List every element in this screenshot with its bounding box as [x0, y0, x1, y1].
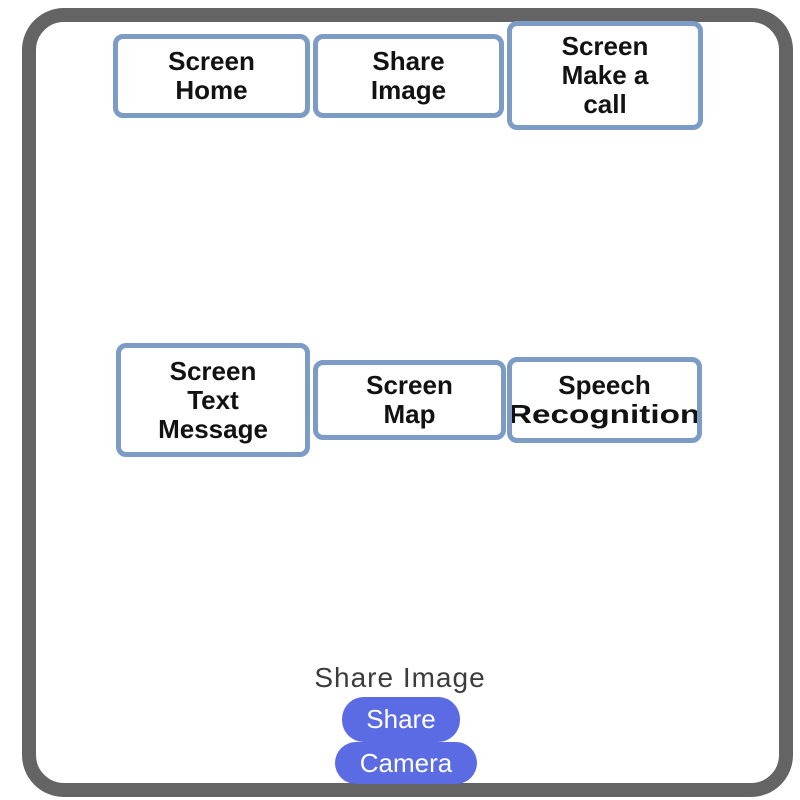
nav-button-label-line: Text — [187, 384, 239, 415]
nav-button-label-line: Recognition — [508, 399, 701, 429]
nav-button-share-image[interactable]: Share Image — [313, 34, 504, 118]
phone-frame — [22, 8, 793, 797]
share-button[interactable]: Share — [342, 697, 460, 742]
nav-button-speech-recognition[interactable]: Speech Recognition — [507, 357, 702, 443]
nav-button-label-line: Screen — [366, 370, 453, 400]
camera-button[interactable]: Camera — [335, 742, 477, 784]
nav-button-label-line: Screen — [169, 355, 257, 386]
nav-button-label-line: Image — [370, 75, 447, 105]
nav-button-label-line: Map — [383, 399, 436, 429]
nav-button-label-line: Speech — [558, 370, 651, 400]
nav-button-label-line: Screen — [168, 46, 255, 76]
nav-button-screen-home[interactable]: Screen Home — [113, 34, 310, 118]
nav-button-screen-make-a-call[interactable]: Screen Make a call — [507, 21, 703, 130]
nav-button-label-line: Message — [158, 413, 268, 444]
nav-button-label-line: Share — [372, 46, 445, 76]
nav-button-label-line: call — [583, 89, 627, 119]
screen-title: Share Image — [314, 662, 486, 693]
nav-button-label-line: Screen — [561, 31, 649, 61]
nav-button-label-line: Make a — [561, 60, 649, 90]
nav-button-label-line: Home — [175, 75, 248, 105]
nav-button-screen-map[interactable]: Screen Map — [313, 360, 506, 440]
nav-button-screen-text-message[interactable]: Screen Text Message — [116, 343, 310, 457]
